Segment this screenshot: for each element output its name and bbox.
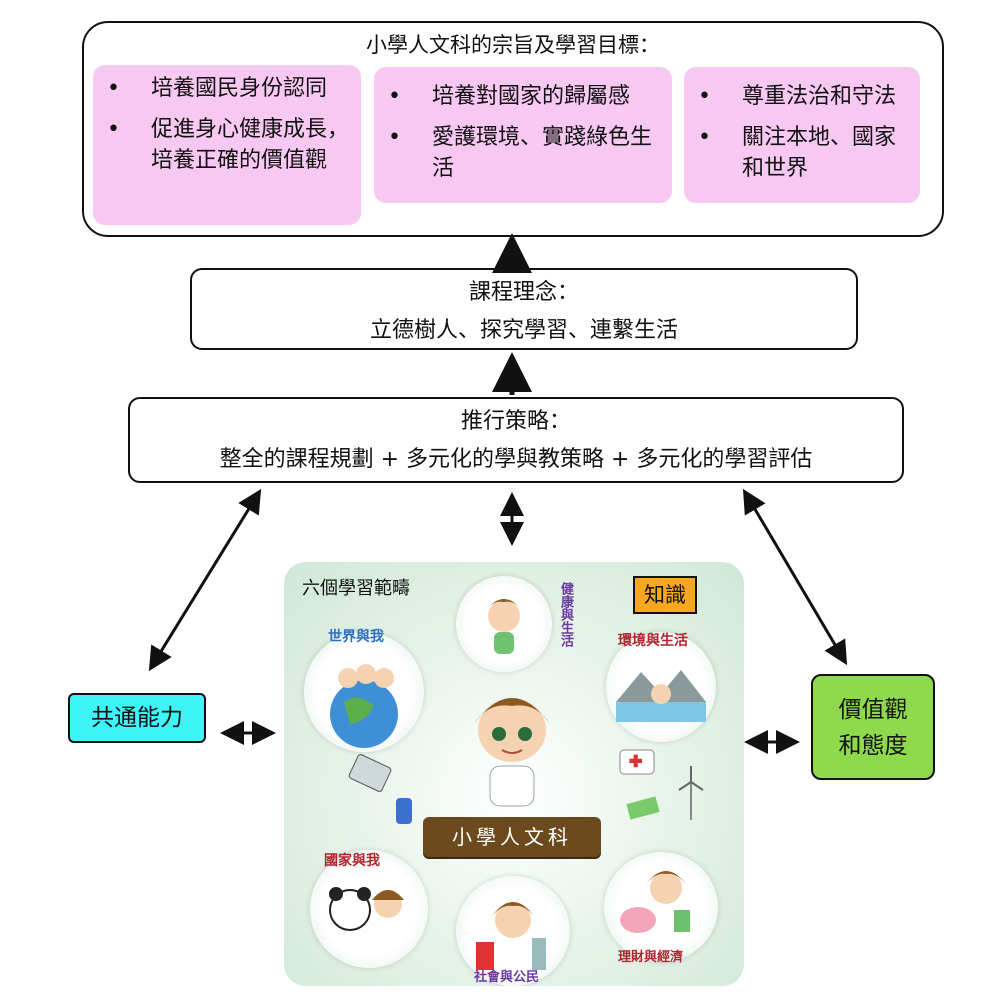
panda-icon	[329, 887, 404, 931]
subject-banner: 小學人文科	[423, 817, 601, 857]
wind-turbine-icon	[678, 766, 704, 820]
concept-text: 立德樹人、探究學習、連繫生活	[369, 318, 678, 343]
curriculum-concept-box: 課程理念： 立德樹人、探究學習、連繫生活	[190, 268, 858, 350]
tablet-icon	[348, 754, 392, 792]
domain-circle-health	[456, 576, 552, 672]
strategy-box: 推行策略： 整全的課程規劃 + 多元化的學與教策略 + 多元化的學習評估	[128, 397, 904, 483]
goal-item: 培養對國家的歸屬感	[388, 81, 662, 112]
learning-domains-panel: 六個學習範疇 知識 健康與生活 世界與我 環境與生活 小學人文科 國家與我 社會…	[284, 562, 744, 986]
goal-item: 關注本地、國家和世界	[698, 122, 910, 184]
arrow-strategy-generic	[148, 488, 262, 672]
citizen-boy-icon	[476, 902, 546, 970]
goal-item: 尊重法治和守法	[698, 81, 910, 112]
central-boy-icon	[474, 698, 550, 807]
piggy-bank-icon	[620, 871, 690, 933]
goals-column-2: 培養對國家的歸屬感 愛護環境、實踐綠色生活	[374, 67, 672, 203]
money-icon	[626, 796, 660, 820]
arrow-strategy-values	[742, 488, 848, 666]
boy-icon	[486, 599, 522, 654]
domain-label-finance: 理財與經濟	[618, 950, 684, 965]
domain-circle-environment	[606, 632, 716, 742]
can-icon	[396, 798, 412, 824]
goals-box: 小學人文科的宗旨及學習目標： 培養國民身份認同 促進身心健康成長，培養正確的價值…	[82, 21, 944, 237]
goal-item: 培養國民身份認同	[107, 73, 351, 104]
domain-label-environment: 環境與生活	[618, 633, 688, 649]
values-line-1: 價值觀	[838, 697, 908, 723]
first-aid-icon	[619, 749, 655, 775]
domain-circle-society	[456, 876, 570, 986]
domain-label-society: 社會與公民	[474, 970, 540, 985]
domain-label-world: 世界與我	[328, 629, 384, 645]
values-attitudes-box: 價值觀 和態度	[811, 674, 935, 780]
domain-circle-world	[304, 632, 424, 752]
domain-circle-country	[310, 850, 428, 968]
domain-label-health: 健康與生活	[558, 582, 573, 647]
goals-column-3: 尊重法治和守法 關注本地、國家和世界	[684, 67, 920, 203]
domain-circle-finance	[604, 852, 718, 962]
goal-item: 促進身心健康成長，培養正確的價值觀	[107, 114, 351, 176]
generic-skills-box: 共通能力	[68, 693, 206, 743]
landscape-icon	[616, 670, 706, 722]
goals-title: 小學人文科的宗旨及學習目標：	[366, 33, 660, 57]
strategy-title: 推行策略：	[460, 409, 571, 434]
globe-icon	[330, 664, 398, 748]
values-line-2: 和態度	[838, 733, 908, 759]
strategy-text: 整全的課程規劃 + 多元化的學與教策略 + 多元化的學習評估	[219, 447, 813, 472]
goal-item: 愛護環境、實踐綠色生活	[388, 122, 662, 184]
concept-title: 課程理念：	[468, 280, 579, 305]
domain-label-country: 國家與我	[324, 853, 380, 869]
domains-title: 六個學習範疇	[302, 578, 410, 599]
goals-column-1: 培養國民身份認同 促進身心健康成長，培養正確的價值觀	[93, 65, 361, 225]
knowledge-badge: 知識	[633, 576, 697, 614]
